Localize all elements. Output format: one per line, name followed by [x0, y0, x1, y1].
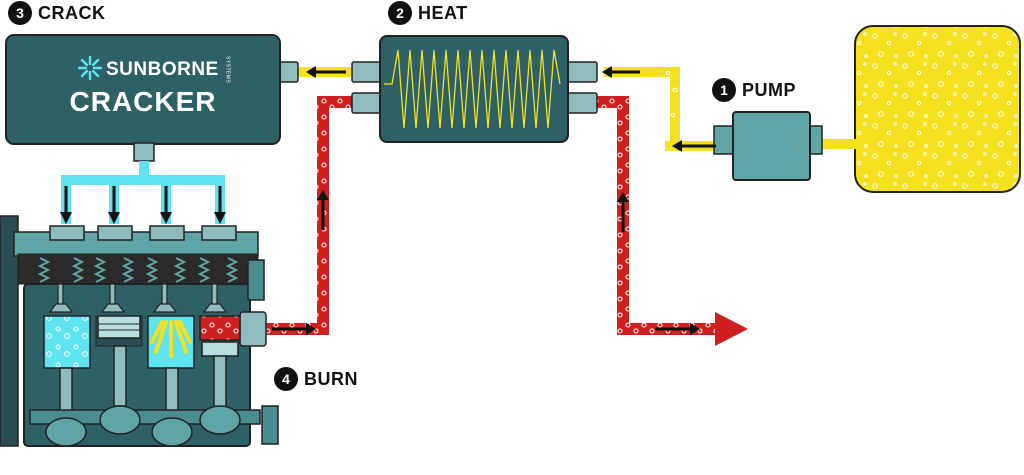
step-number-badge: 3 — [8, 1, 32, 25]
heating-coil — [384, 49, 561, 129]
cracker-title: CRACKER — [69, 86, 217, 117]
pump — [713, 111, 823, 181]
heat-exchanger — [351, 35, 598, 143]
arrow-heater-to-cracker — [306, 66, 346, 78]
arrow-exhaust-up-left — [317, 190, 329, 230]
brand-tag: SYSTEMS — [224, 56, 231, 84]
arrow-fuel-to-pump-out — [672, 140, 716, 152]
engine — [0, 215, 279, 447]
valves — [48, 283, 228, 313]
step-label: HEAT — [418, 2, 468, 23]
step-burn: 4 BURN — [274, 367, 358, 391]
step-heat: 2 HEAT — [388, 1, 468, 25]
valve-springs — [37, 257, 239, 283]
brand-lockup: SUNBORNE SYSTEMS — [106, 56, 231, 83]
flow-arrows — [60, 66, 716, 335]
arrows-manifold-down — [60, 186, 226, 224]
step-number-badge: 4 — [274, 367, 298, 391]
arrow-exhaust-down-right — [617, 192, 629, 232]
step-crack: 3 CRACK — [8, 1, 106, 25]
crankshaft — [29, 345, 261, 447]
step-number-badge: 2 — [388, 1, 412, 25]
step-label: CRACK — [38, 2, 106, 23]
step-label: BURN — [304, 368, 358, 389]
arrow-exhaust-out — [655, 323, 700, 335]
cylinder-ignition — [147, 315, 195, 369]
cracker-unit — [5, 34, 299, 162]
fuel-tank — [854, 25, 1021, 193]
cylinder-intake — [43, 315, 91, 369]
step-pump: 1 PUMP — [712, 78, 796, 102]
sunborne-logo-icon — [77, 55, 103, 81]
cylinder-compress — [95, 315, 143, 347]
arrow-exhaust-from-engine — [272, 323, 316, 335]
valve-heads — [49, 225, 237, 241]
arrow-fuel-into-heater — [602, 66, 640, 78]
step-label: PUMP — [742, 79, 797, 100]
step-number-badge: 1 — [712, 78, 736, 102]
cylinder-exhaust — [199, 315, 241, 357]
intake-manifold — [61, 161, 225, 224]
brand-name: SUNBORNE — [106, 58, 219, 80]
